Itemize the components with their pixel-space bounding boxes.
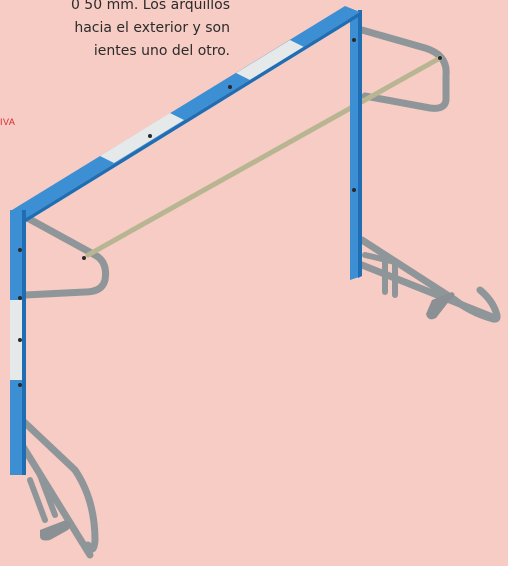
depth-rod (85, 55, 443, 258)
frame-bolts (18, 38, 442, 387)
caption-line-2: hacia el exterior y son (74, 20, 230, 36)
crossbar (12, 6, 360, 222)
ground-feet (40, 292, 455, 541)
rear-support-left (18, 211, 109, 559)
ground-base (27, 252, 398, 523)
caption-text: 0 50 mm. Los arquillos hacia el exterior… (0, 0, 230, 63)
right-post (350, 10, 362, 280)
left-post (10, 210, 26, 475)
section-tag: IVA (0, 117, 16, 127)
caption-line-3: ientes uno del otro. (93, 43, 230, 59)
caption-line-1: 0 50 mm. Los arquillos (70, 0, 230, 13)
